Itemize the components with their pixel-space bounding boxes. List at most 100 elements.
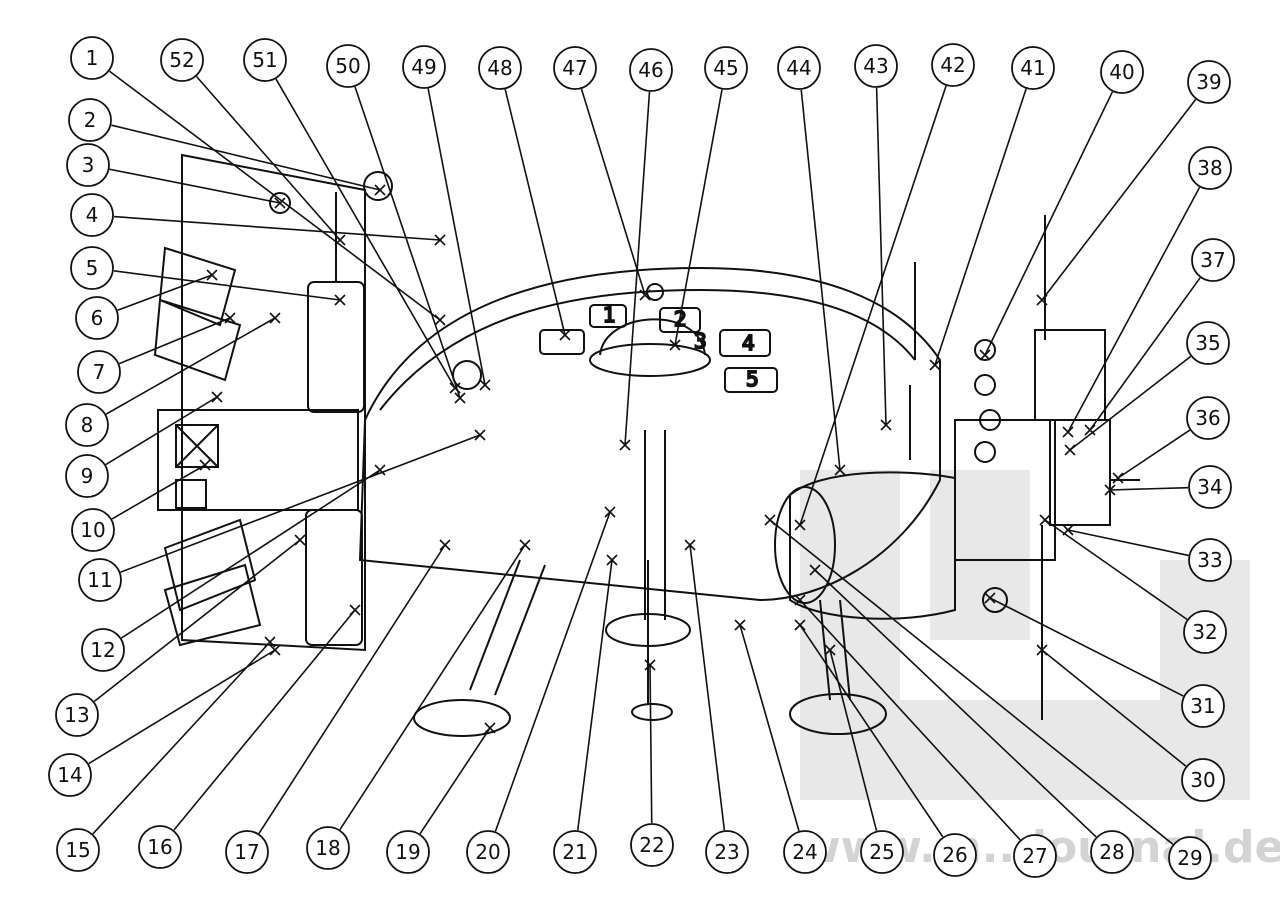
leader-line (119, 317, 231, 365)
satellite-dish (982, 587, 1008, 613)
callout-number: 31 (1190, 694, 1215, 718)
leader-line (494, 511, 611, 832)
callout-number: 42 (940, 53, 965, 77)
callout-circle (138, 825, 182, 869)
leader-line (275, 78, 456, 389)
target-mark (984, 592, 996, 604)
callout-number: 26 (942, 843, 967, 867)
leader-line (814, 569, 1097, 838)
callout-circle (1187, 60, 1231, 104)
callout-3: 3 (66, 143, 286, 209)
callout-number: 24 (792, 840, 817, 864)
pod (163, 563, 262, 647)
callout-circle (243, 38, 287, 82)
target-mark (449, 382, 461, 394)
target-mark (1036, 644, 1048, 656)
leader-line (93, 539, 301, 703)
target-mark (1036, 294, 1048, 306)
target-mark (274, 197, 286, 209)
callout-circle (1186, 321, 1230, 365)
target-mark (559, 329, 571, 341)
callout-number: 40 (1109, 60, 1134, 84)
callout-number: 6 (91, 306, 104, 330)
callout-circle (70, 246, 114, 290)
callout-number: 4 (86, 203, 99, 227)
callout-22: 22 (630, 659, 674, 867)
leader-line (1041, 649, 1187, 767)
target-mark (434, 314, 446, 326)
target-mark (224, 312, 236, 324)
callout-circle (386, 830, 430, 874)
callout-number: 11 (87, 568, 112, 592)
target-mark (794, 519, 806, 531)
callout-number: 33 (1197, 548, 1222, 572)
target-mark (211, 391, 223, 403)
callout-number: 8 (81, 413, 94, 437)
dome-panel-number: 5 (746, 367, 759, 391)
target-mark (1062, 426, 1074, 438)
callout-15: 15 (56, 636, 276, 872)
leader-line (339, 544, 526, 830)
callout-number: 34 (1197, 475, 1222, 499)
foot (413, 699, 511, 737)
leader-line (195, 76, 341, 241)
callout-circle (629, 48, 673, 92)
leader-line (173, 609, 356, 831)
callout-33: 33 (1062, 524, 1232, 582)
callout-44: 44 (777, 46, 846, 476)
callout-circle (705, 830, 749, 874)
callout-circle (553, 830, 597, 874)
dome-panel (659, 307, 701, 333)
leader-line (989, 597, 1184, 697)
leader-line (1109, 486, 1189, 491)
leader-line (769, 519, 1174, 845)
leader-line (934, 88, 1027, 366)
leader-line (739, 624, 800, 832)
callout-number: 7 (93, 360, 106, 384)
callout-number: 50 (335, 54, 360, 78)
leader-line (92, 641, 271, 835)
callout-24: 24 (734, 619, 827, 874)
right-cylinder (789, 471, 956, 620)
callout-circle (1188, 146, 1232, 190)
callout-circle (931, 43, 975, 87)
callout-18: 18 (306, 539, 531, 870)
callout-number: 32 (1192, 620, 1217, 644)
callout-circle (1191, 238, 1235, 282)
callout-30: 30 (1036, 644, 1225, 802)
callout-11: 11 (78, 429, 486, 602)
target-mark (684, 539, 696, 551)
callout-circle (553, 46, 597, 90)
callout-number: 21 (562, 840, 587, 864)
left-cross-arm (157, 409, 359, 511)
callout-number: 41 (1020, 56, 1045, 80)
callout-13: 13 (55, 534, 306, 737)
target-mark (484, 722, 496, 734)
callout-14: 14 (48, 644, 281, 797)
callout-38: 38 (1062, 146, 1232, 438)
target-mark (880, 419, 892, 431)
callout-28: 28 (809, 564, 1134, 874)
callout-23: 23 (684, 539, 749, 874)
target-mark (1104, 484, 1116, 496)
callout-34: 34 (1104, 465, 1232, 509)
target-mark (439, 539, 451, 551)
leader-line (674, 89, 723, 346)
callout-circle (704, 46, 748, 90)
callout-number: 39 (1196, 70, 1221, 94)
target-mark (1084, 424, 1096, 436)
callout-number: 18 (315, 836, 340, 860)
leader-line (354, 86, 461, 399)
callout-number: 20 (475, 840, 500, 864)
callout-circle (56, 828, 100, 872)
callout-4: 4 (70, 193, 446, 246)
callout-circle (75, 296, 119, 340)
leader-line (580, 88, 646, 296)
target-mark (454, 392, 466, 404)
leg (819, 599, 831, 701)
target-mark (639, 289, 651, 301)
callout-circle (77, 350, 121, 394)
callout-47: 47 (553, 46, 651, 301)
